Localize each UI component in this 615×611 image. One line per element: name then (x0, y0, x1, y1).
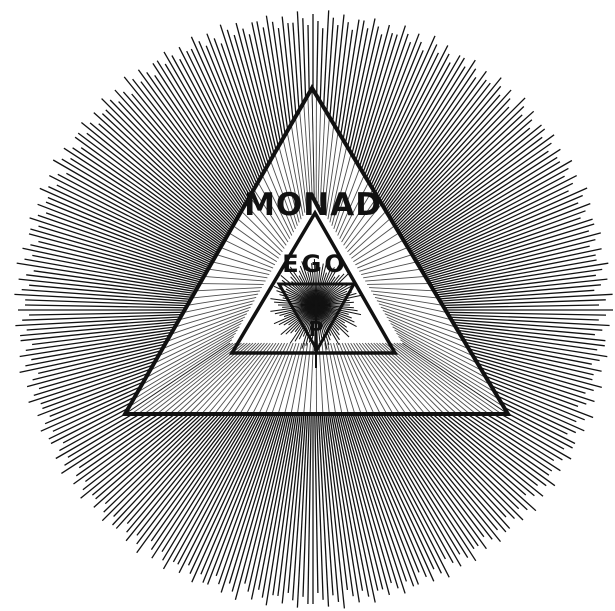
ego-label: EGO (282, 250, 348, 278)
personality-label: P (309, 317, 324, 341)
monad-label: MONAD (244, 187, 382, 223)
